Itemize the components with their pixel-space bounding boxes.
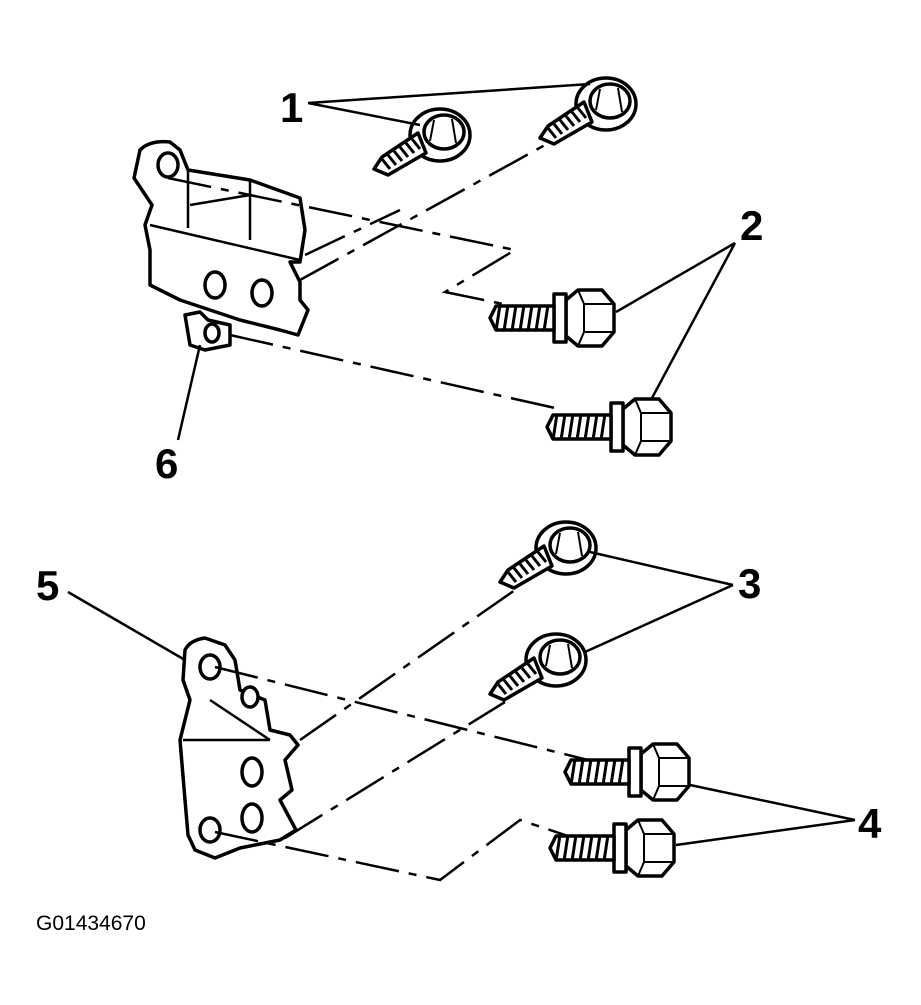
callout-6: 6 <box>155 440 178 487</box>
callout-1: 1 <box>280 84 303 131</box>
upper-callout-leaders <box>176 82 737 441</box>
callout-4: 4 <box>858 800 882 847</box>
figure-id: G01434670 <box>36 912 146 935</box>
lower-flange-bolt-top <box>498 520 598 590</box>
upper-flange-bolt-right <box>538 76 638 146</box>
lower-callout-leaders <box>67 550 856 847</box>
callout-5: 5 <box>36 562 59 609</box>
callout-3: 3 <box>738 560 761 607</box>
lower-hex-bolt-top <box>563 742 691 802</box>
upper-hinge <box>132 139 310 352</box>
callout-2: 2 <box>740 202 763 249</box>
upper-hex-bolt-top <box>488 288 616 348</box>
lower-flange-bolt-bottom <box>488 632 588 702</box>
upper-assembly-lines <box>167 143 556 410</box>
lower-hex-bolt-bottom <box>548 818 676 878</box>
upper-hex-bolt-bottom <box>545 397 673 457</box>
lower-assembly-lines <box>214 588 589 882</box>
lower-hinge <box>178 636 300 860</box>
